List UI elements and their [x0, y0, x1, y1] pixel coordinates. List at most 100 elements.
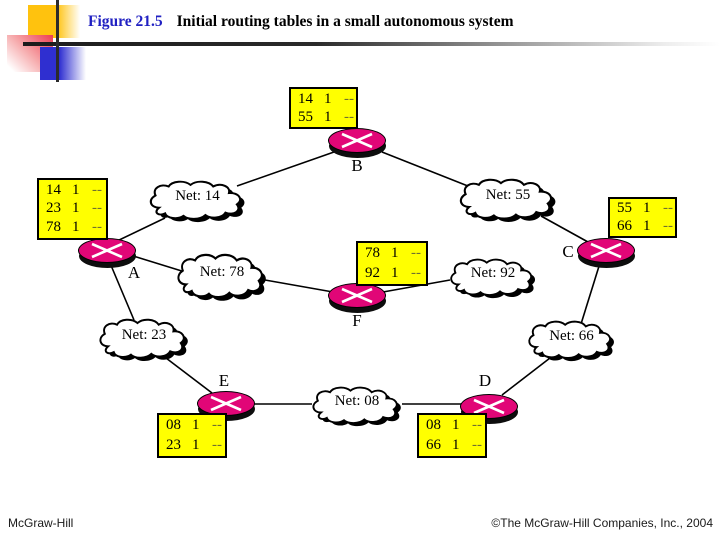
table-cell-next: -- — [472, 417, 482, 434]
router-x-icon — [91, 242, 123, 259]
cloud-net-66: Net: 66 — [524, 320, 619, 363]
cloud-net-23: Net: 23 — [95, 318, 193, 363]
table-cell-net: 78 — [46, 219, 61, 236]
router-label-F: F — [352, 311, 362, 330]
table-cell-next: -- — [344, 108, 354, 125]
slide-title: Initial routing tables in a small autono… — [176, 13, 514, 30]
routing-table-E: 08 1 -- 23 1 -- — [157, 413, 227, 458]
deco-blue-square — [40, 47, 86, 80]
table-cell-net: 55 — [298, 108, 313, 125]
link-F-net-92 — [382, 279, 451, 293]
router-icon — [197, 391, 255, 416]
cloud-net-14: Net: 14 — [145, 180, 250, 224]
table-cell-next: -- — [472, 436, 482, 453]
table-cell-next: -- — [663, 217, 673, 234]
table-cell-next: -- — [92, 181, 102, 198]
cloud-net-55: Net: 55 — [455, 178, 561, 224]
router-x-icon — [210, 395, 242, 412]
table-cell-next: -- — [411, 264, 421, 281]
table-cell-net: 92 — [365, 264, 380, 281]
router-label-A: A — [127, 263, 141, 282]
cloud-label-net-55: Net: 55 — [485, 186, 531, 203]
figure-label: Figure 21.5 — [88, 13, 163, 30]
routing-table-row: 23 1 -- — [159, 436, 225, 456]
divider-line — [23, 42, 720, 46]
router-C — [577, 238, 635, 268]
table-cell-net: 66 — [617, 217, 632, 234]
router-icon — [577, 238, 635, 263]
table-cell-net: 08 — [426, 417, 441, 434]
table-cell-cost: 1 — [324, 108, 332, 125]
table-cell-cost: 1 — [192, 436, 200, 453]
cloud-label-net-78: Net: 78 — [199, 263, 245, 280]
table-cell-net: 78 — [365, 245, 380, 262]
router-B — [328, 128, 386, 158]
table-cell-net: 23 — [46, 200, 61, 217]
table-cell-cost: 1 — [452, 436, 460, 453]
router-x-icon — [341, 287, 373, 304]
table-cell-cost: 1 — [643, 217, 651, 234]
link-B-net-14 — [236, 151, 335, 187]
router-F — [328, 283, 386, 313]
router-label-C: C — [562, 242, 574, 261]
routing-table-F: 78 1 -- 92 1 -- — [356, 241, 428, 286]
table-cell-cost: 1 — [391, 245, 399, 262]
link-A-net-23 — [109, 262, 135, 321]
routing-table-row: 66 1 -- — [610, 218, 675, 236]
link-net-78-F — [264, 279, 334, 293]
table-cell-next: -- — [212, 417, 222, 434]
table-cell-next: -- — [344, 90, 354, 107]
footer-publisher: McGraw-Hill — [8, 516, 74, 530]
table-cell-net: 14 — [298, 90, 313, 107]
cloud-label-net-66: Net: 66 — [549, 327, 594, 344]
cloud-label-net-23: Net: 23 — [121, 326, 167, 343]
link-A-net-78 — [129, 254, 186, 273]
table-cell-next: -- — [92, 200, 102, 217]
table-cell-cost: 1 — [72, 200, 80, 217]
table-cell-cost: 1 — [72, 181, 80, 198]
table-cell-next: -- — [663, 200, 673, 217]
cloud-net-78: Net: 78 — [173, 253, 271, 303]
link-D-net-66 — [501, 357, 551, 396]
table-cell-cost: 1 — [643, 200, 651, 217]
table-cell-cost: 1 — [324, 90, 332, 107]
cloud-label-net-92: Net: 92 — [470, 265, 516, 282]
table-cell-next: -- — [92, 219, 102, 236]
table-cell-next: -- — [411, 245, 421, 262]
router-label-D: D — [478, 371, 492, 390]
router-icon — [328, 128, 386, 153]
table-cell-net: 08 — [166, 417, 181, 434]
table-cell-cost: 1 — [72, 219, 80, 236]
router-label-B: B — [351, 156, 363, 175]
cloud-net-08: Net: 08 — [308, 386, 406, 428]
routing-table-row: 78 1 -- — [358, 244, 426, 264]
routing-table-row: 92 1 -- — [358, 264, 426, 284]
router-A — [78, 238, 136, 268]
link-net-14-A — [114, 217, 166, 243]
table-cell-net: 66 — [426, 436, 441, 453]
router-x-icon — [473, 398, 505, 415]
table-cell-net: 23 — [166, 436, 181, 453]
router-label-E: E — [218, 371, 230, 390]
table-cell-next: -- — [212, 436, 222, 453]
cloud-label-net-14: Net: 14 — [175, 188, 220, 205]
router-icon — [328, 283, 386, 308]
table-cell-cost: 1 — [192, 417, 200, 434]
link-B-net-55 — [381, 151, 479, 191]
table-cell-cost: 1 — [391, 264, 399, 281]
routing-table-row: 08 1 -- — [159, 416, 225, 436]
routing-table-row: 55 1 -- — [291, 108, 356, 126]
deco-vertical-line — [56, 0, 59, 82]
router-x-icon — [590, 242, 622, 259]
link-net-55-C — [540, 215, 589, 243]
slide-header: Figure 21.5 Initial routing tables in a s… — [88, 13, 688, 31]
routing-table-row: 78 1 -- — [39, 218, 106, 237]
routing-table-row: 66 1 -- — [419, 436, 485, 456]
